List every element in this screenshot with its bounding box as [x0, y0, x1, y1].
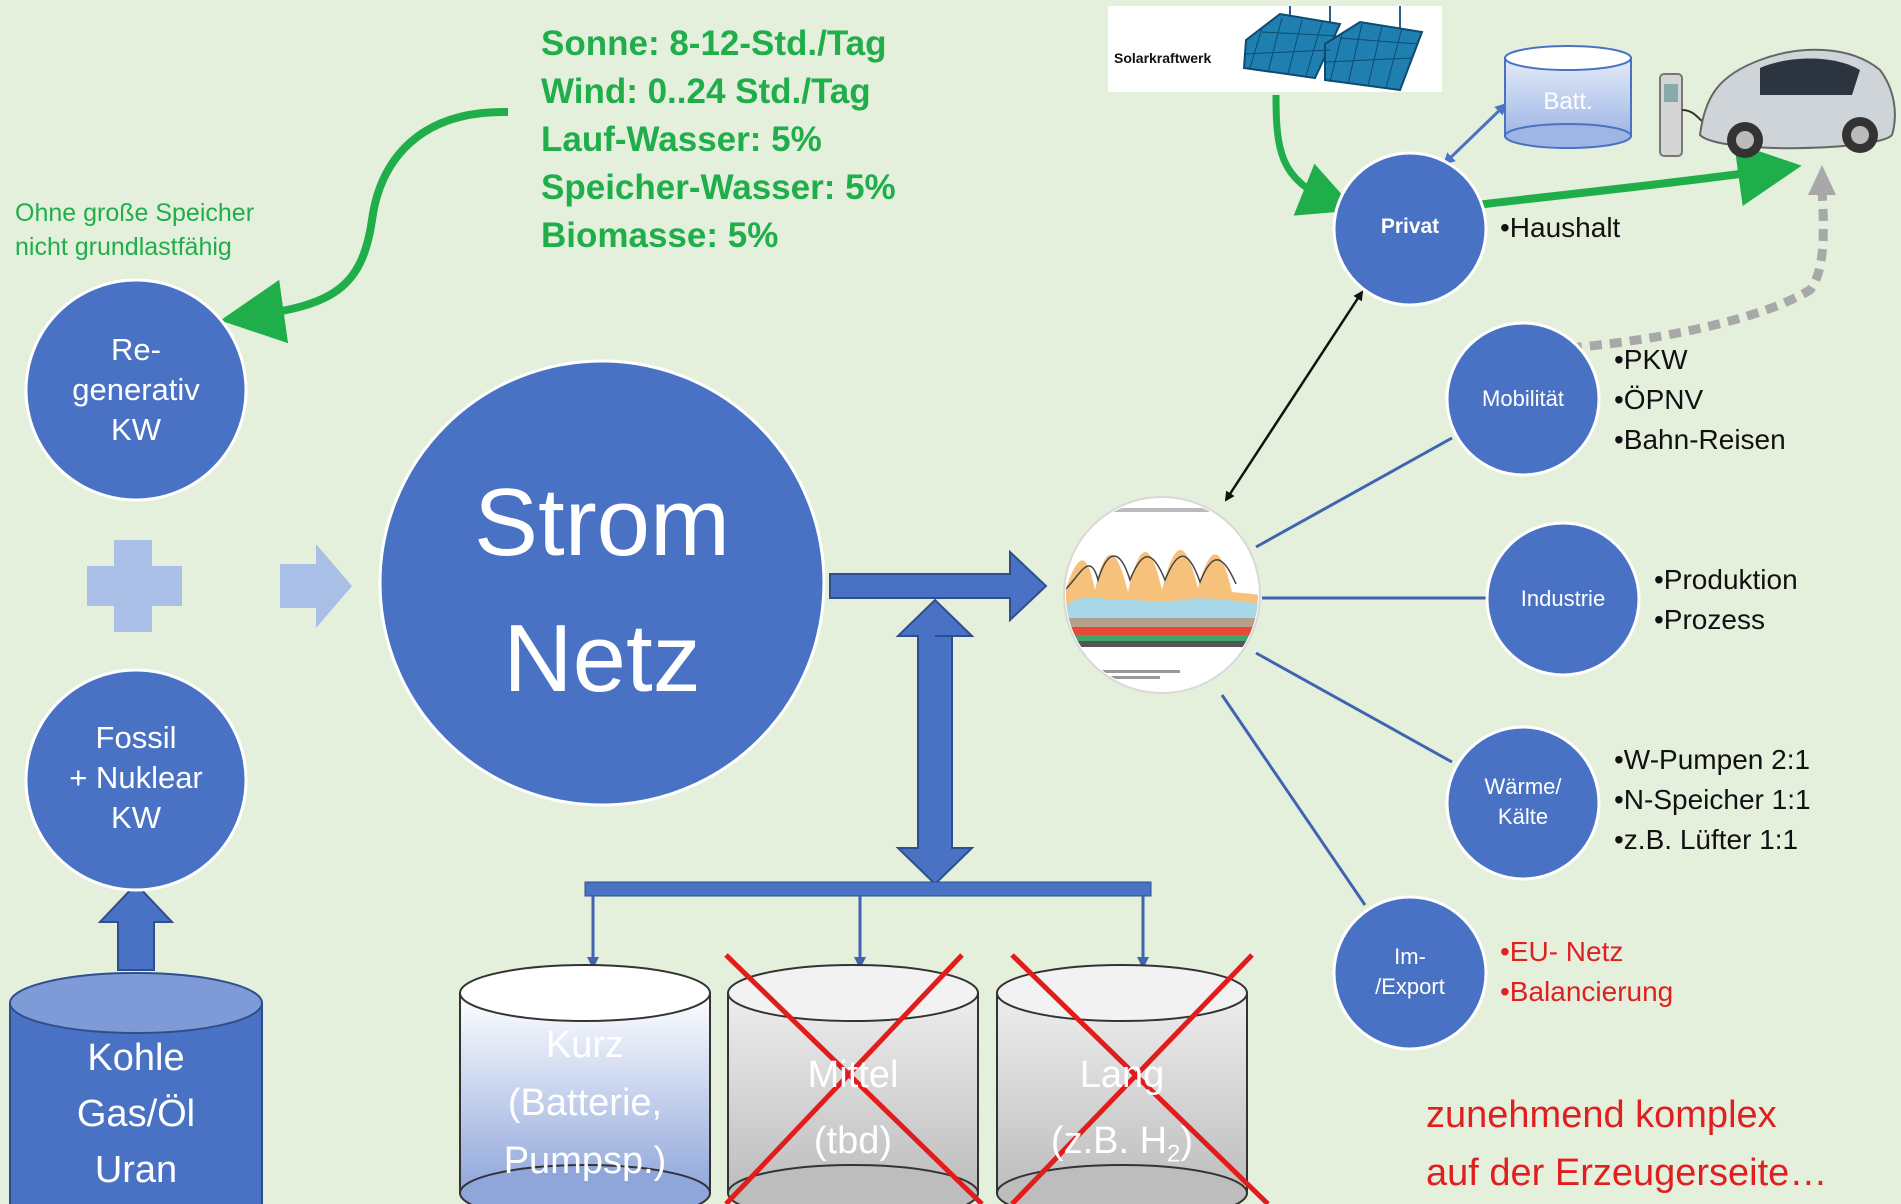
- regenerativ-label: Re- generativ KW: [36, 330, 236, 450]
- fuel-line3: Uran: [94, 1149, 178, 1191]
- fossil-line1: Fossil: [95, 720, 177, 755]
- fuel-cylinder: [9, 972, 263, 1204]
- import-export-line2: /Export: [1375, 974, 1445, 999]
- waerme-circle: [1445, 725, 1601, 881]
- list-item: •PKW: [1614, 344, 1688, 375]
- netz-line2: Netz: [503, 605, 701, 712]
- fossil-line2: + Nuklear: [69, 760, 203, 795]
- solar-to-privat-arrow: [1272, 94, 1356, 216]
- list-item: •W-Pumpen 2:1: [1614, 744, 1811, 775]
- list-item: •ÖPNV: [1614, 384, 1704, 415]
- battery-cylinder: [1504, 45, 1632, 149]
- plus-icon: [87, 540, 182, 632]
- fuel-line2: Gas/Öl: [76, 1093, 196, 1135]
- lang-line2-post: ): [1180, 1120, 1194, 1162]
- list-item: •Prozess: [1654, 604, 1765, 635]
- industrie-circle: [1485, 521, 1641, 677]
- storage-kurz: [459, 964, 711, 1204]
- regenerativ-line3: KW: [111, 412, 161, 447]
- kurz-line1: Kurz: [545, 1024, 625, 1066]
- storage-double-arrow: [895, 598, 975, 886]
- import-export-items: •EU- Netz •Balancierung: [1500, 932, 1673, 1012]
- privat-to-car-arrow: [1475, 142, 1802, 209]
- privat-circle: [1332, 151, 1488, 307]
- baseload-note-line2: nicht grundlastfähig: [15, 233, 232, 261]
- strom-netz-circle: [378, 359, 826, 807]
- fuel-label: Kohle Gas/Öl Uran: [36, 1030, 236, 1198]
- list-item: •EU- Netz: [1500, 936, 1624, 967]
- netz-to-consumption-arrow: [829, 549, 1048, 623]
- storage-kurz-label: Kurz (Batterie, Pumpsp.): [460, 1016, 710, 1190]
- fuel-line1: Kohle: [87, 1037, 185, 1079]
- mittel-line2: (tbd): [813, 1120, 893, 1162]
- kurz-line2: (Batterie,: [507, 1082, 663, 1124]
- cross-mittel-icon: [724, 953, 984, 1204]
- import-export-line1: Im-: [1394, 944, 1426, 969]
- complexity-note: zunehmend komplex auf der Erzeugerseite…: [1426, 1086, 1827, 1202]
- storage-mittel-label: Mittel (tbd): [728, 1042, 978, 1174]
- baseload-note-line1: Ohne große Speicher: [15, 199, 255, 227]
- fossil-label: Fossil + Nuklear KW: [36, 718, 236, 838]
- mobilitaet-label: Mobilität: [1482, 386, 1564, 411]
- netz-line1: Strom: [473, 469, 731, 576]
- storage-bus-bar: [584, 881, 1152, 897]
- list-item: •Bahn-Reisen: [1614, 424, 1786, 455]
- sources-line: Wind: 0..24 Std./Tag: [541, 72, 871, 111]
- list-item: •N-Speicher 1:1: [1614, 784, 1811, 815]
- solar-label: Solarkraftwerk: [1114, 50, 1212, 66]
- waerme-label: Wärme/ Kälte: [1447, 772, 1599, 832]
- right-arrow-icon: [280, 544, 352, 628]
- privat-battery-link: [1442, 102, 1508, 166]
- sources-line: Sonne: 8-12-Std./Tag: [541, 24, 887, 63]
- strom-netz-label: Strom Netz: [402, 455, 802, 727]
- regenerativ-line1: Re-: [111, 332, 161, 367]
- grid-privat-link: [1224, 290, 1364, 502]
- solar-power-plant: [1108, 6, 1442, 92]
- cross-lang-icon: [1010, 953, 1270, 1204]
- mittel-line1: Mittel: [807, 1054, 899, 1096]
- waerme-line1: Wärme/: [1484, 774, 1562, 799]
- industrie-items: •Produktion •Prozess: [1654, 560, 1798, 640]
- sources-line: Biomasse: 5%: [541, 216, 779, 255]
- list-item: •Haushalt: [1500, 212, 1621, 243]
- lang-line2-pre: (z.B. H: [1050, 1120, 1168, 1162]
- complexity-line1: zunehmend komplex: [1426, 1094, 1777, 1136]
- battery-label: Batt.: [1543, 88, 1593, 115]
- list-item: •z.B. Lüfter 1:1: [1614, 824, 1799, 855]
- baseload-note: Ohne große Speicher nicht grundlastfähig: [15, 196, 254, 264]
- lang-line1: Lang: [1079, 1054, 1165, 1096]
- lang-line2: (z.B. H2): [997, 1108, 1247, 1188]
- privat-label: Privat: [1380, 215, 1440, 238]
- fossil-line3: KW: [111, 800, 161, 835]
- waerme-items: •W-Pumpen 2:1 •N-Speicher 1:1 •z.B. Lüft…: [1614, 740, 1811, 860]
- sources-line: Speicher-Wasser: 5%: [541, 168, 896, 207]
- industrie-label: Industrie: [1520, 586, 1606, 611]
- lang-line2-sub: 2: [1167, 1140, 1181, 1168]
- import-export-label: Im- /Export: [1334, 942, 1486, 1002]
- import-export-circle: [1332, 895, 1488, 1051]
- mobilitaet-circle: [1445, 321, 1601, 477]
- sources-note: Sonne: 8-12-Std./Tag Wind: 0..24 Std./Ta…: [541, 20, 896, 260]
- waerme-line2: Kälte: [1497, 804, 1549, 829]
- list-item: •Produktion: [1654, 564, 1798, 595]
- regenerativ-line2: generativ: [72, 372, 200, 407]
- sources-line: Lauf-Wasser: 5%: [541, 120, 822, 159]
- privat-items: •Haushalt: [1500, 212, 1620, 244]
- storage-lang-label: Lang (z.B. H2): [997, 1042, 1247, 1188]
- electric-car-icon: [1659, 48, 1896, 158]
- fossil-circle: [24, 668, 248, 892]
- regenerativ-circle: [24, 278, 248, 502]
- fuel-up-arrow: [97, 882, 175, 971]
- complexity-line2: auf der Erzeugerseite…: [1426, 1152, 1828, 1194]
- kurz-line3: Pumpsp.): [503, 1140, 667, 1182]
- list-item: •Balancierung: [1500, 976, 1674, 1007]
- mobility-arrowhead-icon: [1808, 165, 1836, 195]
- mobility-to-car-arrow: [1569, 189, 1828, 353]
- consumption-chart-thumbnail: [1063, 496, 1261, 694]
- consumer-links: [1220, 436, 1488, 906]
- mobilitaet-items: •PKW •ÖPNV •Bahn-Reisen: [1614, 340, 1786, 460]
- renewable-input-arrow: [220, 107, 509, 344]
